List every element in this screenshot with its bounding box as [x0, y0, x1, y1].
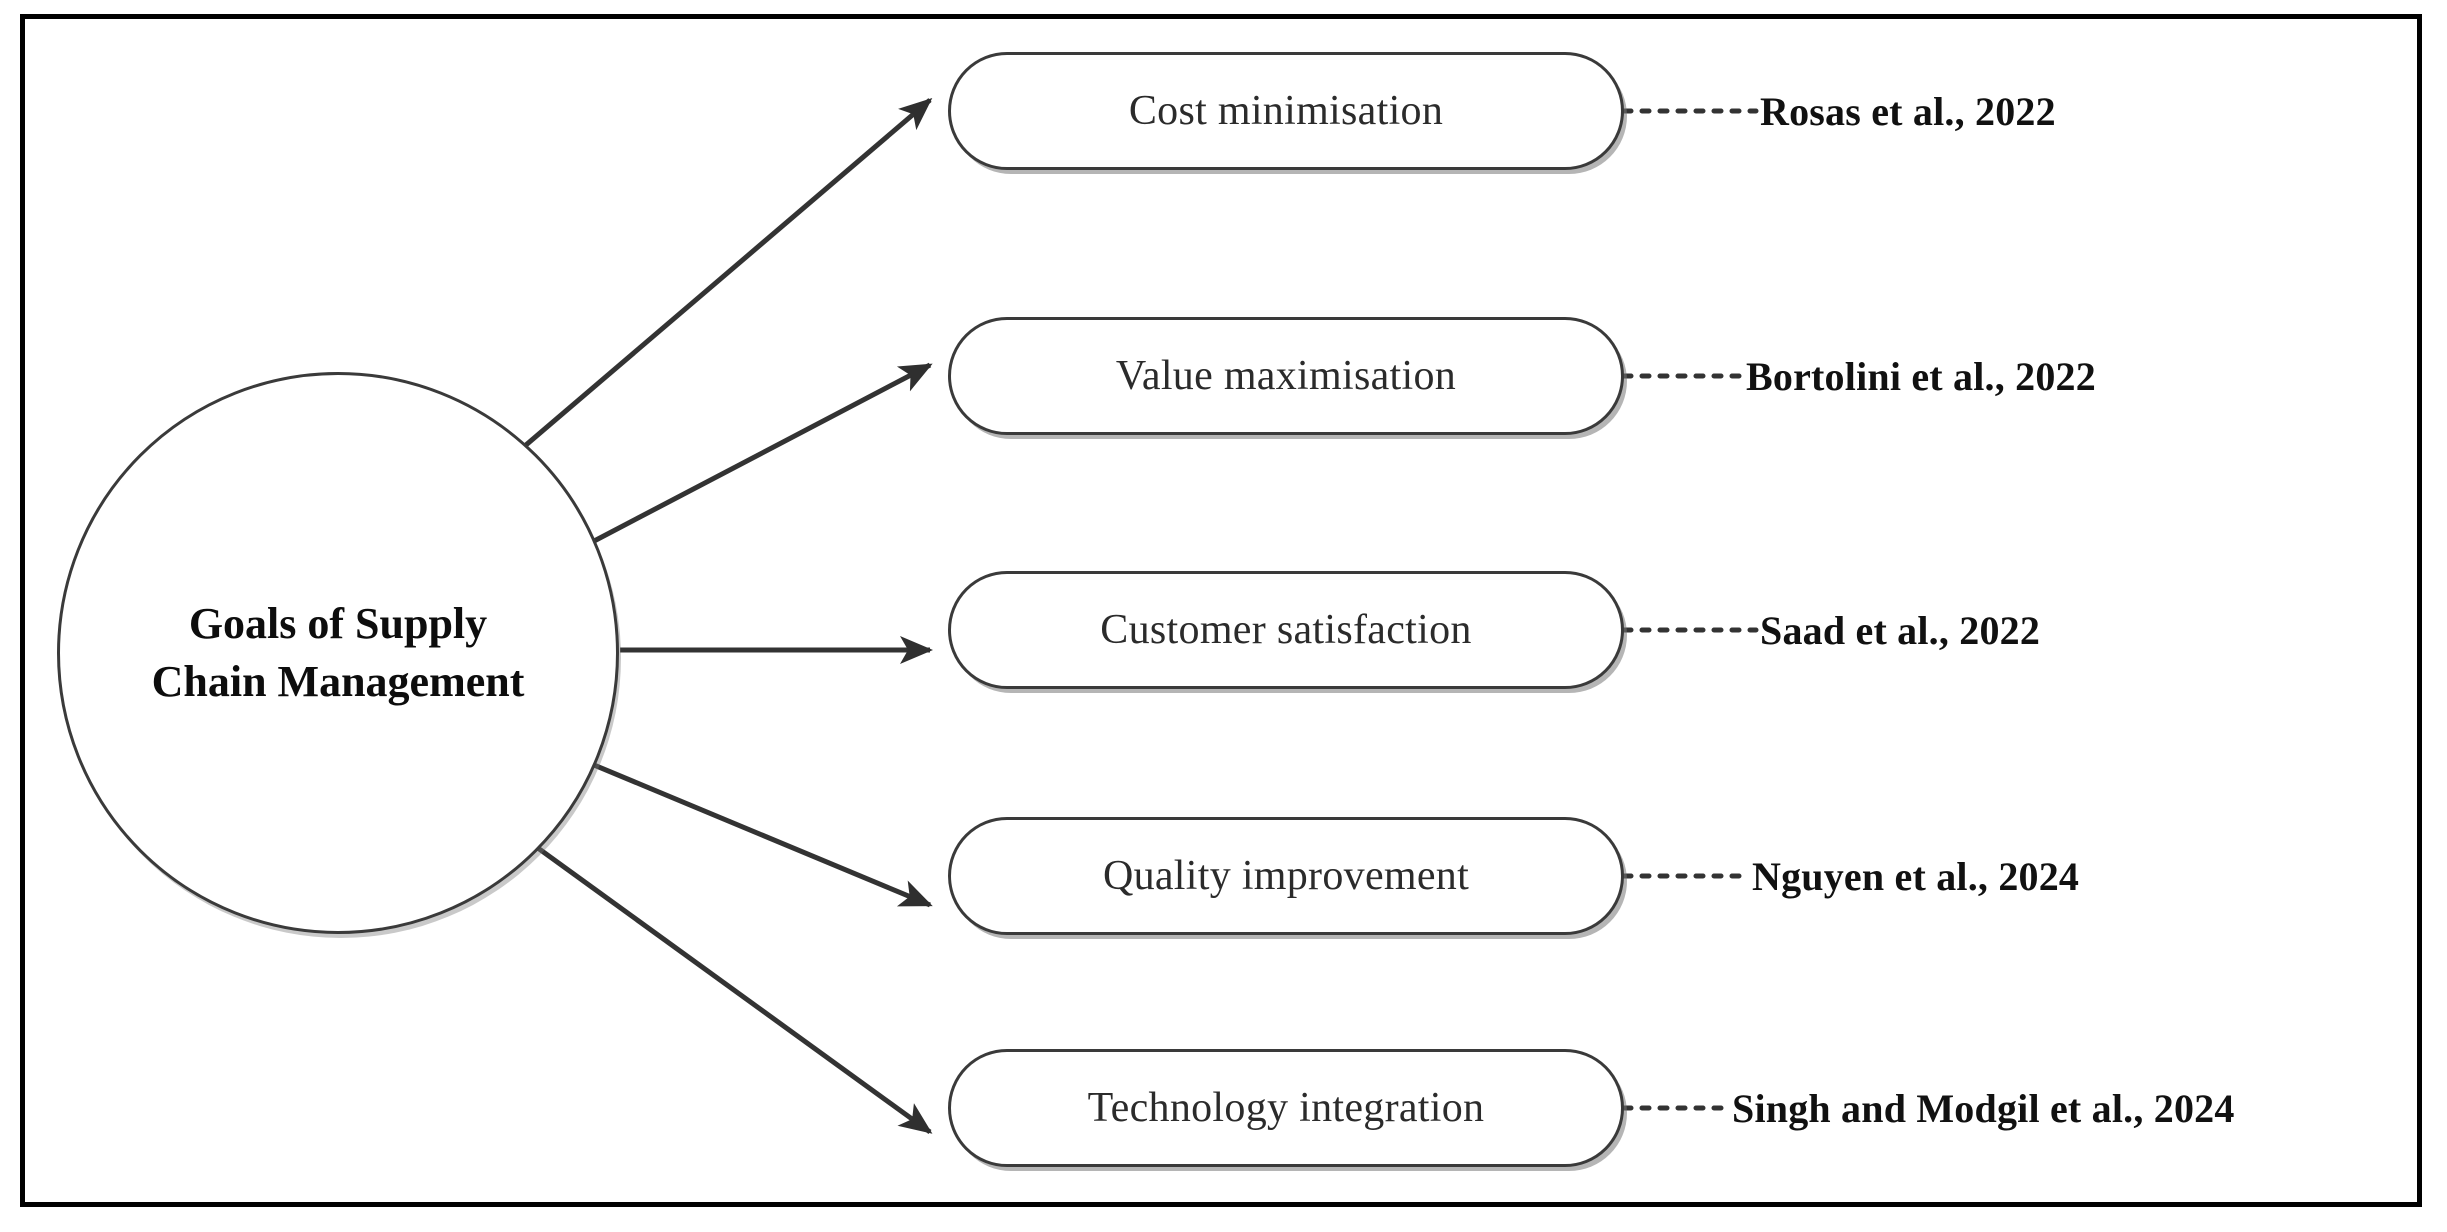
- arrow-to-goal-4: [569, 752, 933, 908]
- goal-node-label: Customer satisfaction: [1100, 607, 1472, 653]
- figure-outer-border: [20, 14, 2422, 1207]
- arrow-to-goal-2: [554, 362, 933, 564]
- center-node-label: Goals of Supply Chain Management: [152, 595, 525, 711]
- goal-node-label: Cost minimisation: [1128, 88, 1444, 134]
- goal-node-quality-improvement[interactable]: Quality improvement: [948, 817, 1624, 935]
- goal-node-customer-satisfaction[interactable]: Customer satisfaction: [948, 571, 1624, 689]
- goal-node-label: Technology integration: [1087, 1085, 1485, 1131]
- citation-technology-integration: Singh and Modgil et al., 2024: [1732, 1086, 2235, 1131]
- citation-quality-improvement: Nguyen et al., 2024: [1752, 854, 2080, 899]
- center-node-goals-of-supply-chain-management[interactable]: Goals of Supply Chain Management: [57, 372, 619, 934]
- arrow-to-goal-1: [490, 98, 933, 476]
- center-node-label-line2: Chain Management: [151, 657, 525, 706]
- goal-node-label: Quality improvement: [1102, 853, 1470, 899]
- goal-node-value-maximisation[interactable]: Value maximisation: [948, 317, 1624, 435]
- goal-node-technology-integration[interactable]: Technology integration: [948, 1049, 1624, 1167]
- citation-cost-minimisation: Rosas et al., 2022: [1760, 89, 2056, 134]
- goal-node-cost-minimisation[interactable]: Cost minimisation: [948, 52, 1624, 170]
- center-node-label-line1: Goals of Supply: [188, 598, 488, 648]
- goal-node-label: Value maximisation: [1115, 353, 1457, 399]
- arrow-to-goal-5: [511, 827, 933, 1135]
- citation-customer-satisfaction: Saad et al., 2022: [1760, 608, 2041, 653]
- citation-value-maximisation: Bortolini et al., 2022: [1746, 354, 2096, 399]
